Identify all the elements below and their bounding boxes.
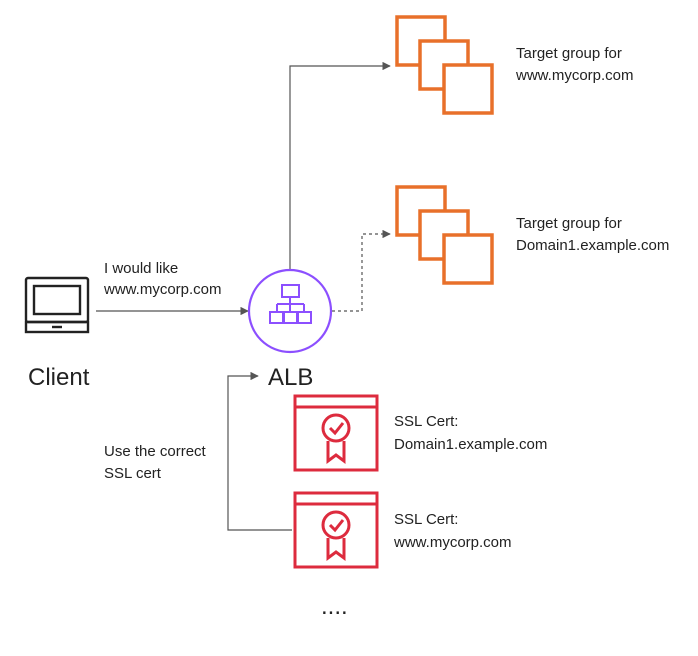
alb-label: ALB <box>268 364 313 391</box>
target-group-1: Target group for www.mycorp.com <box>395 15 634 115</box>
alb-circle <box>247 268 333 354</box>
instances-stack-icon <box>395 15 494 115</box>
client-node: Client <box>24 276 90 391</box>
target-group-2-line1: Target group for <box>516 215 622 232</box>
target-group-2: Target group for Domain1.example.com <box>395 185 669 285</box>
connectors <box>96 61 391 531</box>
certificate-2-line1: SSL Cert: <box>394 511 458 528</box>
certificate-1-line1: SSL Cert: <box>394 413 458 430</box>
alb-node: ALB <box>247 268 333 391</box>
load-balancer-hierarchy-icon <box>269 284 312 324</box>
certificate-icon <box>293 394 379 472</box>
client-request-line1: I would like <box>104 260 178 277</box>
certificate-icon <box>293 491 379 569</box>
cert-selection-arrow <box>227 371 292 531</box>
certificate-2: SSL Cert: www.mycorp.com <box>293 491 512 569</box>
alb-to-target-group-1-arrow <box>289 61 391 270</box>
laptop-icon <box>24 276 90 334</box>
certificate-2-line2: www.mycorp.com <box>393 534 512 551</box>
alb-to-target-group-2-arrow <box>332 229 391 312</box>
target-group-1-line2: www.mycorp.com <box>515 67 634 84</box>
client-label: Client <box>28 364 90 391</box>
certificate-1-line2: Domain1.example.com <box>394 436 547 453</box>
client-request-line2: www.mycorp.com <box>103 281 222 298</box>
certificate-1: SSL Cert: Domain1.example.com <box>293 394 547 472</box>
selector-line2: SSL cert <box>104 465 162 482</box>
selector-line1: Use the correct <box>104 443 207 460</box>
instances-stack-icon <box>395 185 494 285</box>
target-group-2-line2: Domain1.example.com <box>516 237 669 254</box>
more-certificates-ellipsis: .... <box>321 593 348 620</box>
target-group-1-line1: Target group for <box>516 45 622 62</box>
